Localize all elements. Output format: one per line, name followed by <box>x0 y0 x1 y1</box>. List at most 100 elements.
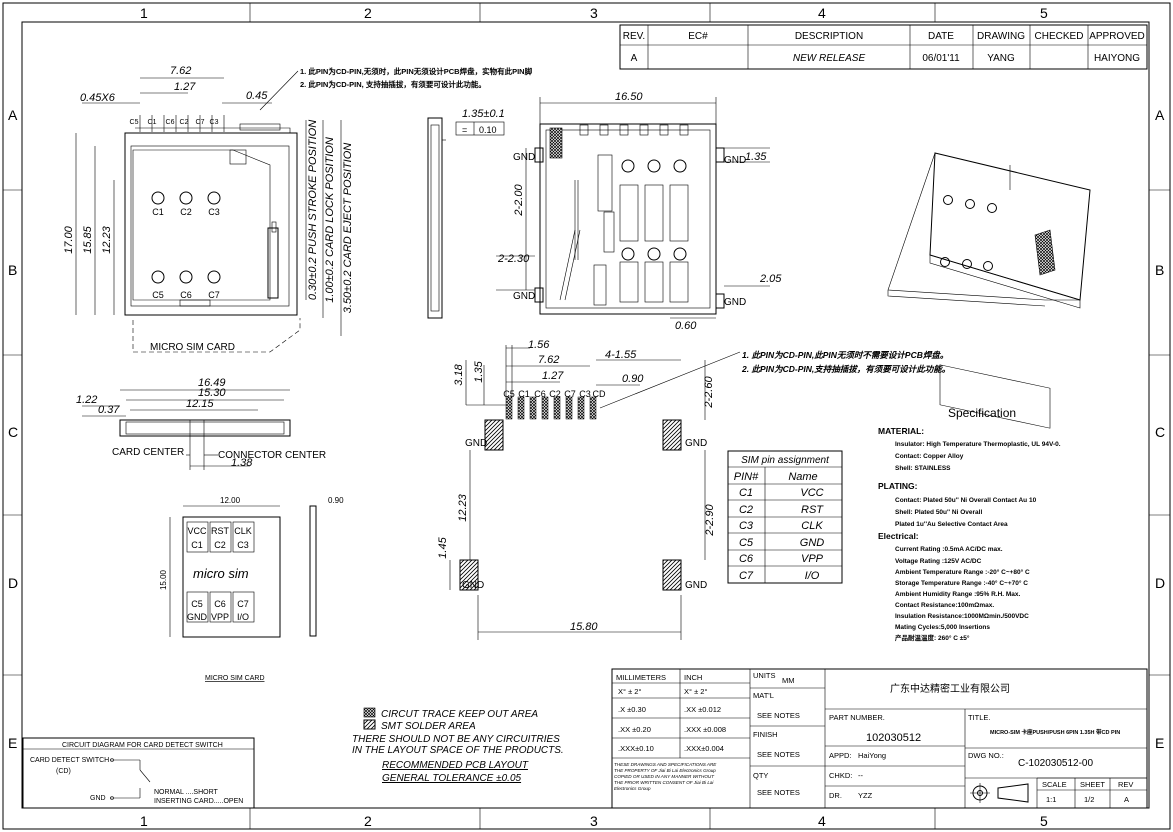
top-edge-pin-c6: C6 <box>166 119 175 126</box>
zone-left-c: C <box>8 424 18 440</box>
rev-header-approved: APPROVED <box>1089 31 1145 42</box>
top-pin-c1: C1 <box>152 207 164 217</box>
spec-electrical-5: Ambient Humidity Range :95% R.H. Max. <box>895 591 1021 598</box>
dim-2-2-90: 2-2.90 <box>704 504 716 537</box>
layout-pin-c6: C6 <box>534 389 546 399</box>
projection-symbol <box>970 783 1029 803</box>
dim-15-85: 15.85 <box>82 225 94 253</box>
spec-electrical-1: Current Rating :0.5mA AC/DC max. <box>895 546 1003 553</box>
spec-plating-1: Contact: Plated 50u'' Ni Overall Contact… <box>895 497 1037 504</box>
part-label: PART NUMBER. <box>829 713 885 722</box>
dim-1-22: 1.22 <box>76 394 97 406</box>
spec-electrical-3: Ambient Temperature Range :-20° C~+80° C <box>895 568 1030 576</box>
sim-pin-row1-pin: C1 <box>739 487 753 499</box>
sim-pin-table-title: SIM pin assignment <box>741 455 830 466</box>
dim-card-lock: 1.00±0.2 CARD LOCK POSITION <box>324 137 336 303</box>
spec-plating-3: Plated 1u''Au Selective Contact Area <box>895 521 1008 528</box>
dim-2-2-00: 2-2.00 <box>513 184 525 217</box>
zone-right-a: A <box>1155 107 1165 123</box>
front-view: 16.49 15.30 12.15 1.22 0.37 1.38 CARD CE… <box>76 377 326 470</box>
sim-pad-rst: RST <box>211 526 230 536</box>
zone-top-4: 4 <box>818 5 826 21</box>
tol-mm-xx: .XX ±0.20 <box>618 725 651 734</box>
dim-1-27-layout: 1.27 <box>542 370 564 382</box>
dim-1-27-top: 1.27 <box>174 81 196 93</box>
sim-pin-row5-pin: C6 <box>739 553 754 565</box>
qty-value: SEE NOTES <box>757 788 800 797</box>
sim-pad-c3: C3 <box>237 540 249 550</box>
dim-1-38: 1.38 <box>231 457 253 469</box>
dim-7-62-top: 7.62 <box>170 65 191 77</box>
layout-gnd-bottom-left: GND <box>462 580 484 591</box>
layout-pin-c5: C5 <box>503 389 515 399</box>
sheet-value: 1/2 <box>1084 795 1094 804</box>
layout-gnd-top-right: GND <box>685 438 707 449</box>
dim-12-23-layout: 12.23 <box>457 493 469 521</box>
top-pin-c6: C6 <box>180 290 192 300</box>
spec-electrical-2: Voltage Rating :125V AC/DC <box>895 558 982 565</box>
sim-pin-row1-name: VCC <box>800 487 823 499</box>
title-value: MICRO-SIM 卡座PUSH/PUSH 6PIN 1.35H 带CD PIN <box>990 728 1120 736</box>
dim-15-00: 15.00 <box>159 569 168 590</box>
tol-inch-angle: X° ± 2° <box>684 687 707 696</box>
sim-pad-io: I/O <box>237 612 249 622</box>
dim-0-37: 0.37 <box>98 404 120 416</box>
sim-pad-c5: C5 <box>191 599 203 609</box>
micro-sim-card-caption: MICRO SIM CARD <box>205 675 265 682</box>
sim-pin-row6-name: I/O <box>805 570 820 582</box>
dim-12-00: 12.00 <box>220 496 241 505</box>
layout-pin-c7: C7 <box>564 389 576 399</box>
top-pin-c3: C3 <box>208 207 220 217</box>
layout-pin-cd: CD <box>593 389 606 399</box>
dim-1-35-layout: 1.35 <box>473 360 485 382</box>
dim-1-56: 1.56 <box>528 339 550 351</box>
dim-0-10: 0.10 <box>479 125 497 135</box>
rev-header-ec: EC# <box>688 31 708 42</box>
top-edge-pin-c5: C5 <box>130 119 139 126</box>
spec-electrical-9: 产品耐温温度: 260° C ±5° <box>895 633 970 642</box>
dim-0-60: 0.60 <box>675 320 697 332</box>
zone-right-b: B <box>1155 262 1164 278</box>
sim-pin-table: SIM pin assignment PIN# Name C1 VCC C2 R… <box>727 450 843 584</box>
spec-material-2: Contact: Copper Alloy <box>895 453 964 460</box>
micro-sim-logo: micro sim <box>193 566 249 581</box>
rev-value-approved: HAIYONG <box>1094 53 1140 64</box>
dim-12-15: 12.15 <box>186 398 214 410</box>
dim-12-23: 12.23 <box>101 225 113 253</box>
sim-pin-row3-name: CLK <box>801 520 823 532</box>
legend-solder: SMT SOLDER AREA <box>381 721 476 732</box>
sim-pad-gnd: GND <box>187 612 208 622</box>
sheet-label: SHEET <box>1080 780 1105 789</box>
chkd-value: -- <box>858 771 863 780</box>
sim-pin-row2-pin: C2 <box>739 504 753 516</box>
legend-note-2: IN THE LAYOUT SPACE OF THE PRODUCTS. <box>352 745 564 756</box>
rev-header-rev: REV. <box>623 31 645 42</box>
legend-note-1: THERE SHOULD NOT BE ANY CIRCUITRIES <box>352 734 560 745</box>
note-mid-1: 1. 此PIN为CD-PIN,此PIN无须时不需要设计PCB焊盘。 <box>742 350 948 360</box>
dim-0-45x6: 0.45X6 <box>80 92 116 104</box>
spec-electrical-6: Contact Resistance:100mΩmax. <box>895 602 994 609</box>
sim-pin-row3-pin: C3 <box>739 520 754 532</box>
top-pin-c2: C2 <box>180 207 192 217</box>
legend-recommended: RECOMMENDED PCB LAYOUT <box>382 760 529 771</box>
zone-left-e: E <box>8 735 17 751</box>
sim-pin-row4-name: GND <box>800 537 825 549</box>
zone-right-d: D <box>1155 575 1165 591</box>
zone-right-e: E <box>1155 735 1164 751</box>
part-number-value: 102030512 <box>866 732 921 744</box>
top-pin-c7: C7 <box>208 290 220 300</box>
dim-17-00: 17.00 <box>63 225 75 253</box>
rev-value-description: NEW RELEASE <box>793 53 866 64</box>
dim-3-18: 3.18 <box>453 363 465 385</box>
sim-pin-row5-name: VPP <box>801 553 824 565</box>
layout-pin-c2: C2 <box>549 389 561 399</box>
zone-bottom-5: 5 <box>1040 813 1048 829</box>
note-top-1: 1. 此PIN为CD-PIN,无须时，此PIN无须设计PCB焊盘，实物有此PIN… <box>300 66 533 76</box>
dim-16-50: 16.50 <box>615 91 643 103</box>
circuit-gnd: GND <box>90 795 106 802</box>
scale-label: SCALE <box>1042 780 1067 789</box>
zone-bottom-1: 1 <box>140 813 148 829</box>
micro-sim-card: 12.00 15.00 0.90 VCC RST CLK C1 C2 C3 C5… <box>159 496 344 682</box>
zone-top-2: 2 <box>364 5 372 21</box>
top-edge-pin-c3: C3 <box>210 119 219 126</box>
